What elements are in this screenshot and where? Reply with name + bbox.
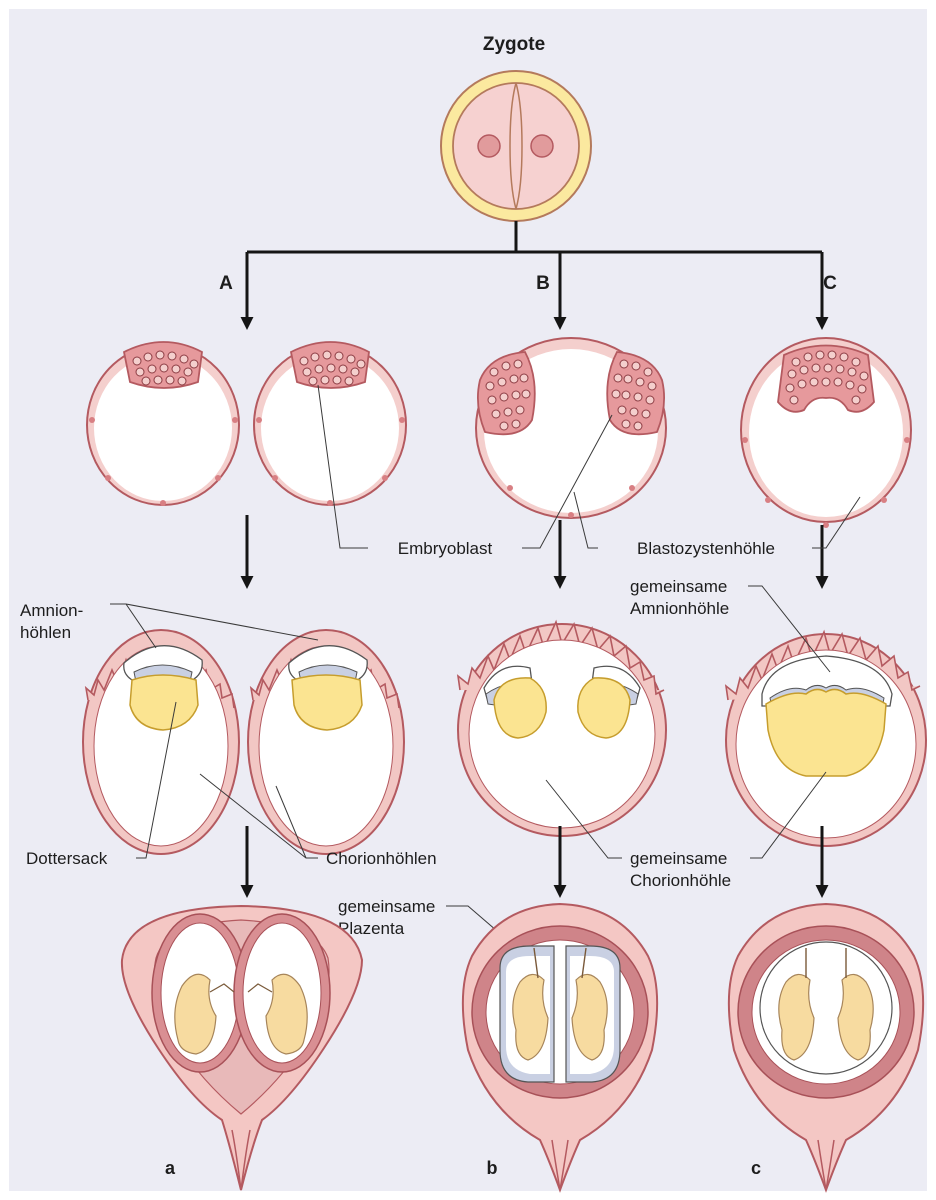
label-yolk-sac: Dottersack: [26, 849, 108, 868]
branch-lines: [247, 221, 822, 326]
label-embryoblast: Embryoblast: [398, 539, 493, 558]
label-common-amnion-line1: gemeinsame: [630, 577, 727, 596]
stage3-a-right: [248, 630, 404, 854]
label-chorion-cavities: Chorionhöhlen: [326, 849, 437, 868]
blastocyst-a-right: [254, 342, 406, 506]
stage3-a-left: [83, 630, 239, 854]
panel-label-c: c: [751, 1158, 761, 1178]
stage3-b: [458, 622, 666, 836]
path-label-a: A: [219, 273, 233, 294]
panel-label-b: b: [487, 1158, 498, 1178]
uterus-panel-b: [463, 904, 657, 1190]
uterus-panel-c: [729, 904, 923, 1190]
label-common-chorion-line2: Chorionhöhle: [630, 871, 731, 890]
path-label-c: C: [823, 273, 837, 294]
label-amnion-cavities-line1: Amnion-: [20, 601, 83, 620]
uterus-panel-a: [122, 906, 362, 1190]
path-label-b: B: [536, 273, 550, 294]
label-common-placenta-line1: gemeinsame: [338, 897, 435, 916]
blastocyst-a-left: [87, 342, 239, 506]
label-blastocyst-cavity: Blastozystenhöhle: [637, 539, 775, 558]
zygote-illustration: [441, 71, 591, 221]
label-common-chorion-line1: gemeinsame: [630, 849, 727, 868]
blastocyst-c: [741, 338, 911, 528]
zygote-title: Zygote: [483, 34, 545, 55]
label-common-amnion-line2: Amnionhöhle: [630, 599, 729, 618]
stage3-c: [726, 632, 926, 846]
panel-label-a: a: [165, 1158, 176, 1178]
label-amnion-cavities-line2: höhlen: [20, 623, 71, 642]
